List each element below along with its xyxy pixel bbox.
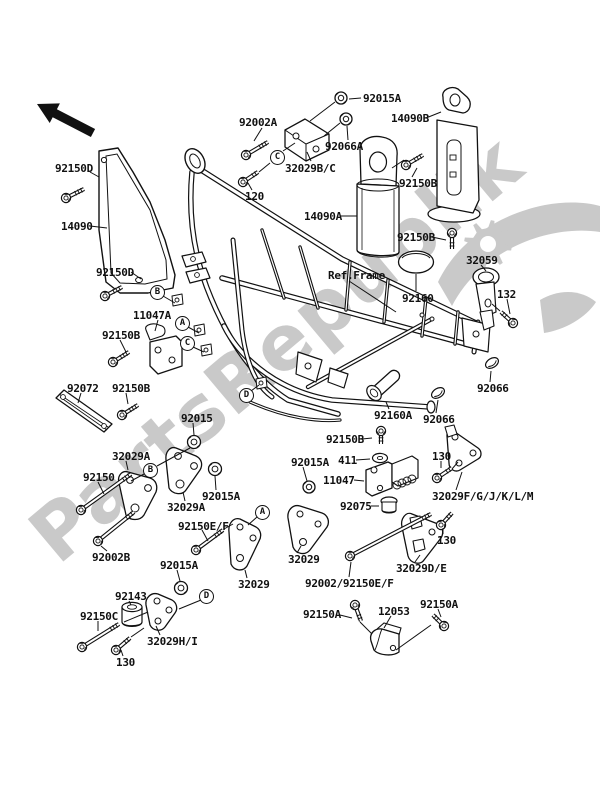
part-label: 92150B bbox=[112, 382, 150, 395]
part-label: 32029 bbox=[238, 578, 270, 591]
part-label: 92150B bbox=[397, 231, 435, 244]
part-label: 92150 bbox=[83, 471, 115, 484]
callout-d: D bbox=[239, 388, 254, 403]
part-label: 92015A bbox=[291, 456, 329, 469]
part-label: 32029F/G/J/K/L/M bbox=[432, 490, 534, 503]
callout-a: A bbox=[175, 316, 190, 331]
part-label: 92150A bbox=[420, 598, 458, 611]
part-label: Ref.Frame bbox=[328, 269, 385, 282]
part-label: 92150A bbox=[303, 608, 341, 621]
part-label: 92015 bbox=[181, 412, 213, 425]
part-label: 14090A bbox=[304, 210, 342, 223]
part-label: 411 bbox=[338, 454, 357, 467]
part-label: 92002/92150E/F bbox=[305, 577, 394, 590]
part-label: 32029B/C bbox=[285, 162, 336, 175]
part-label: 92015A bbox=[160, 559, 198, 572]
part-label: 92150B bbox=[326, 433, 364, 446]
part-label: 11047 bbox=[323, 474, 355, 487]
part-label: 130 bbox=[437, 534, 456, 547]
callout-d: D bbox=[199, 589, 214, 604]
part-label: 92150C bbox=[80, 610, 118, 623]
part-label: 32059 bbox=[466, 254, 498, 267]
part-label: 92160A bbox=[374, 409, 412, 422]
callout-b: B bbox=[143, 463, 158, 478]
part-label: 11047A bbox=[133, 309, 171, 322]
part-label: 92015A bbox=[202, 490, 240, 503]
part-label: 14090 bbox=[61, 220, 93, 233]
part-label: 130 bbox=[116, 656, 135, 669]
part-label: 92150B bbox=[399, 177, 437, 190]
part-label: 92150D bbox=[55, 162, 93, 175]
part-label: 92072 bbox=[67, 382, 99, 395]
callout-c: C bbox=[180, 336, 195, 351]
part-label: 132 bbox=[497, 288, 516, 301]
callout-c: C bbox=[270, 150, 285, 165]
part-label: 12053 bbox=[378, 605, 410, 618]
part-label: 92002B bbox=[92, 551, 130, 564]
part-label: 92075 bbox=[340, 500, 372, 513]
part-label: 32029A bbox=[167, 501, 205, 514]
part-label: 92002A bbox=[239, 116, 277, 129]
part-label: 92150D bbox=[96, 266, 134, 279]
part-label: 92143 bbox=[115, 590, 147, 603]
part-label: 92066A bbox=[325, 140, 363, 153]
part-label: 32029D/E bbox=[396, 562, 447, 575]
part-label: 92160 bbox=[402, 292, 434, 305]
part-label: 92150E/F bbox=[178, 520, 229, 533]
part-label: 92066 bbox=[477, 382, 509, 395]
part-label: 32029A bbox=[112, 450, 150, 463]
part-label: 130 bbox=[432, 450, 451, 463]
part-label: 14090B bbox=[391, 112, 429, 125]
part-label: 92150B bbox=[102, 329, 140, 342]
part-label: 32029H/I bbox=[147, 635, 198, 648]
callout-a: A bbox=[255, 505, 270, 520]
part-label: 120 bbox=[245, 190, 264, 203]
part-label: 32029 bbox=[288, 553, 320, 566]
callout-b: B bbox=[150, 285, 165, 300]
part-label: 92015A bbox=[363, 92, 401, 105]
part-label: 92066 bbox=[423, 413, 455, 426]
